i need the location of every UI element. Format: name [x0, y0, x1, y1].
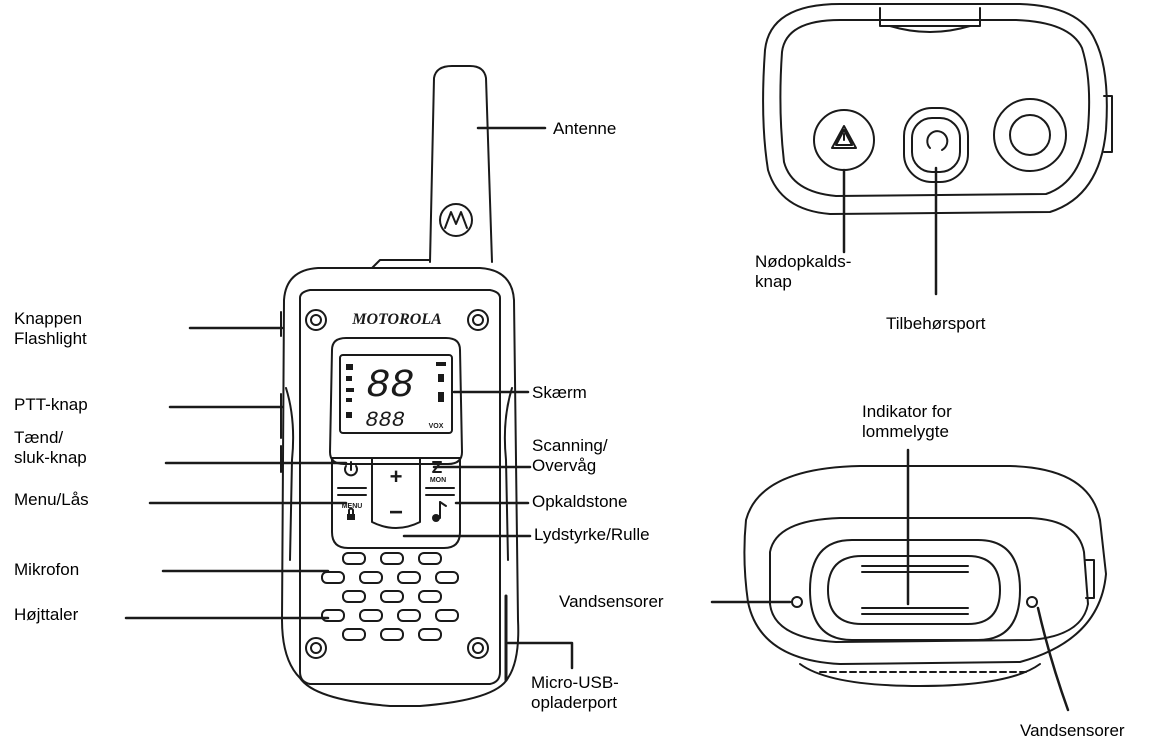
radio-bottom-view — [743, 465, 1107, 687]
brand-logo: MOTOROLA — [351, 311, 442, 328]
lcd-vox-text: VOX — [429, 423, 444, 430]
menu-key-text: MENU — [342, 503, 363, 510]
label-speaker: Højttaler — [14, 605, 79, 624]
label-flashlight-button-line2: Flashlight — [14, 329, 87, 348]
label-water-sensor-right: Vandsensorer — [1020, 721, 1125, 740]
radio-body — [281, 267, 520, 707]
label-usb-line1: Micro-USB- — [531, 673, 619, 692]
label-volume-scroll: Lydstyrke/Rulle — [534, 525, 650, 544]
lcd-screen — [339, 354, 453, 434]
antenna — [429, 65, 493, 263]
label-ptt: PTT-knap — [14, 395, 88, 414]
label-call-tone: Opkaldstone — [532, 492, 628, 511]
label-flashlight-indicator-line1: Indikator for — [862, 402, 952, 421]
label-emergency-button: Nødopkalds- knap — [755, 252, 851, 292]
power-icon — [344, 461, 358, 477]
label-flashlight-button: Knappen Flashlight — [14, 309, 87, 349]
music-note-icon — [432, 501, 447, 522]
top-leader-lines — [842, 166, 938, 296]
label-scan-line1: Scanning/ — [532, 436, 608, 455]
bottom-leader-lines — [710, 448, 1070, 712]
label-usb-line2: opladerport — [531, 693, 618, 712]
warning-icon — [831, 125, 857, 149]
screw-icon — [305, 309, 489, 659]
lcd-digits-small: 888 — [365, 408, 405, 433]
speaker-grille — [321, 552, 459, 641]
antenna-logo-icon — [439, 203, 473, 237]
label-antenna: Antenne — [553, 119, 617, 138]
label-flashlight-button-line1: Knappen — [14, 309, 83, 328]
label-accessory-port: Tilbehørsport — [886, 314, 986, 333]
lcd-status-icons — [346, 362, 446, 418]
label-flashlight-indicator: Indikator for lommelygte — [862, 402, 952, 442]
water-sensor-right — [1026, 596, 1038, 608]
label-emergency-line1: Nødopkalds- — [755, 252, 852, 271]
flashlight-lens — [809, 539, 1021, 641]
speaker-round — [993, 98, 1067, 172]
label-scan: Scanning/ Overvåg — [532, 436, 608, 476]
lock-icon — [347, 507, 355, 520]
label-menu-lock: Menu/Lås — [14, 490, 89, 509]
volume-down-key: − — [389, 499, 403, 526]
label-power-line1: Tænd/ — [14, 428, 64, 447]
front-leader-lines — [124, 126, 574, 670]
label-flashlight-indicator-line2: lommelygte — [862, 422, 949, 441]
mon-key-text: MON — [430, 477, 446, 484]
volume-up-key: + — [390, 464, 403, 489]
label-power: Tænd/ sluk-knap — [14, 428, 87, 468]
label-power-line2: sluk-knap — [14, 448, 87, 467]
label-water-sensor-left: Vandsensorer — [559, 592, 664, 611]
label-usb-port: Micro-USB- opladerport — [531, 673, 619, 713]
water-sensor-left — [791, 596, 803, 608]
label-screen: Skærm — [532, 383, 587, 402]
radio-top-view — [762, 3, 1113, 215]
lcd-digits-large: 88 — [366, 364, 414, 409]
label-scan-line2: Overvåg — [532, 456, 597, 475]
label-emergency-line2: knap — [755, 272, 792, 291]
label-microphone: Mikrofon — [14, 560, 80, 579]
headset-icon — [926, 130, 949, 151]
radio-front-view — [280, 65, 520, 707]
